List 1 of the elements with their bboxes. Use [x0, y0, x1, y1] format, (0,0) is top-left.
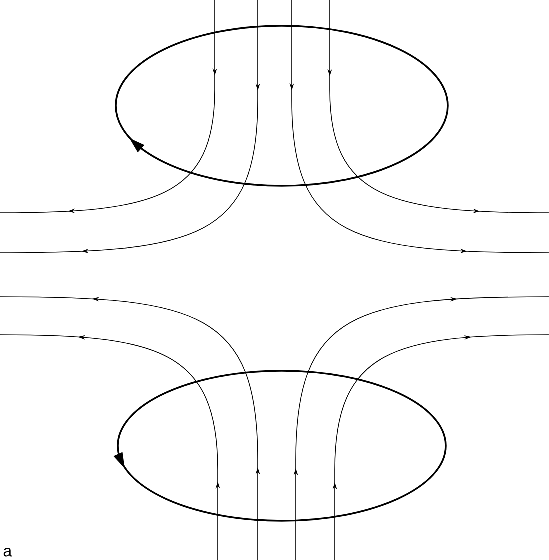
- panel-label: a: [4, 548, 12, 557]
